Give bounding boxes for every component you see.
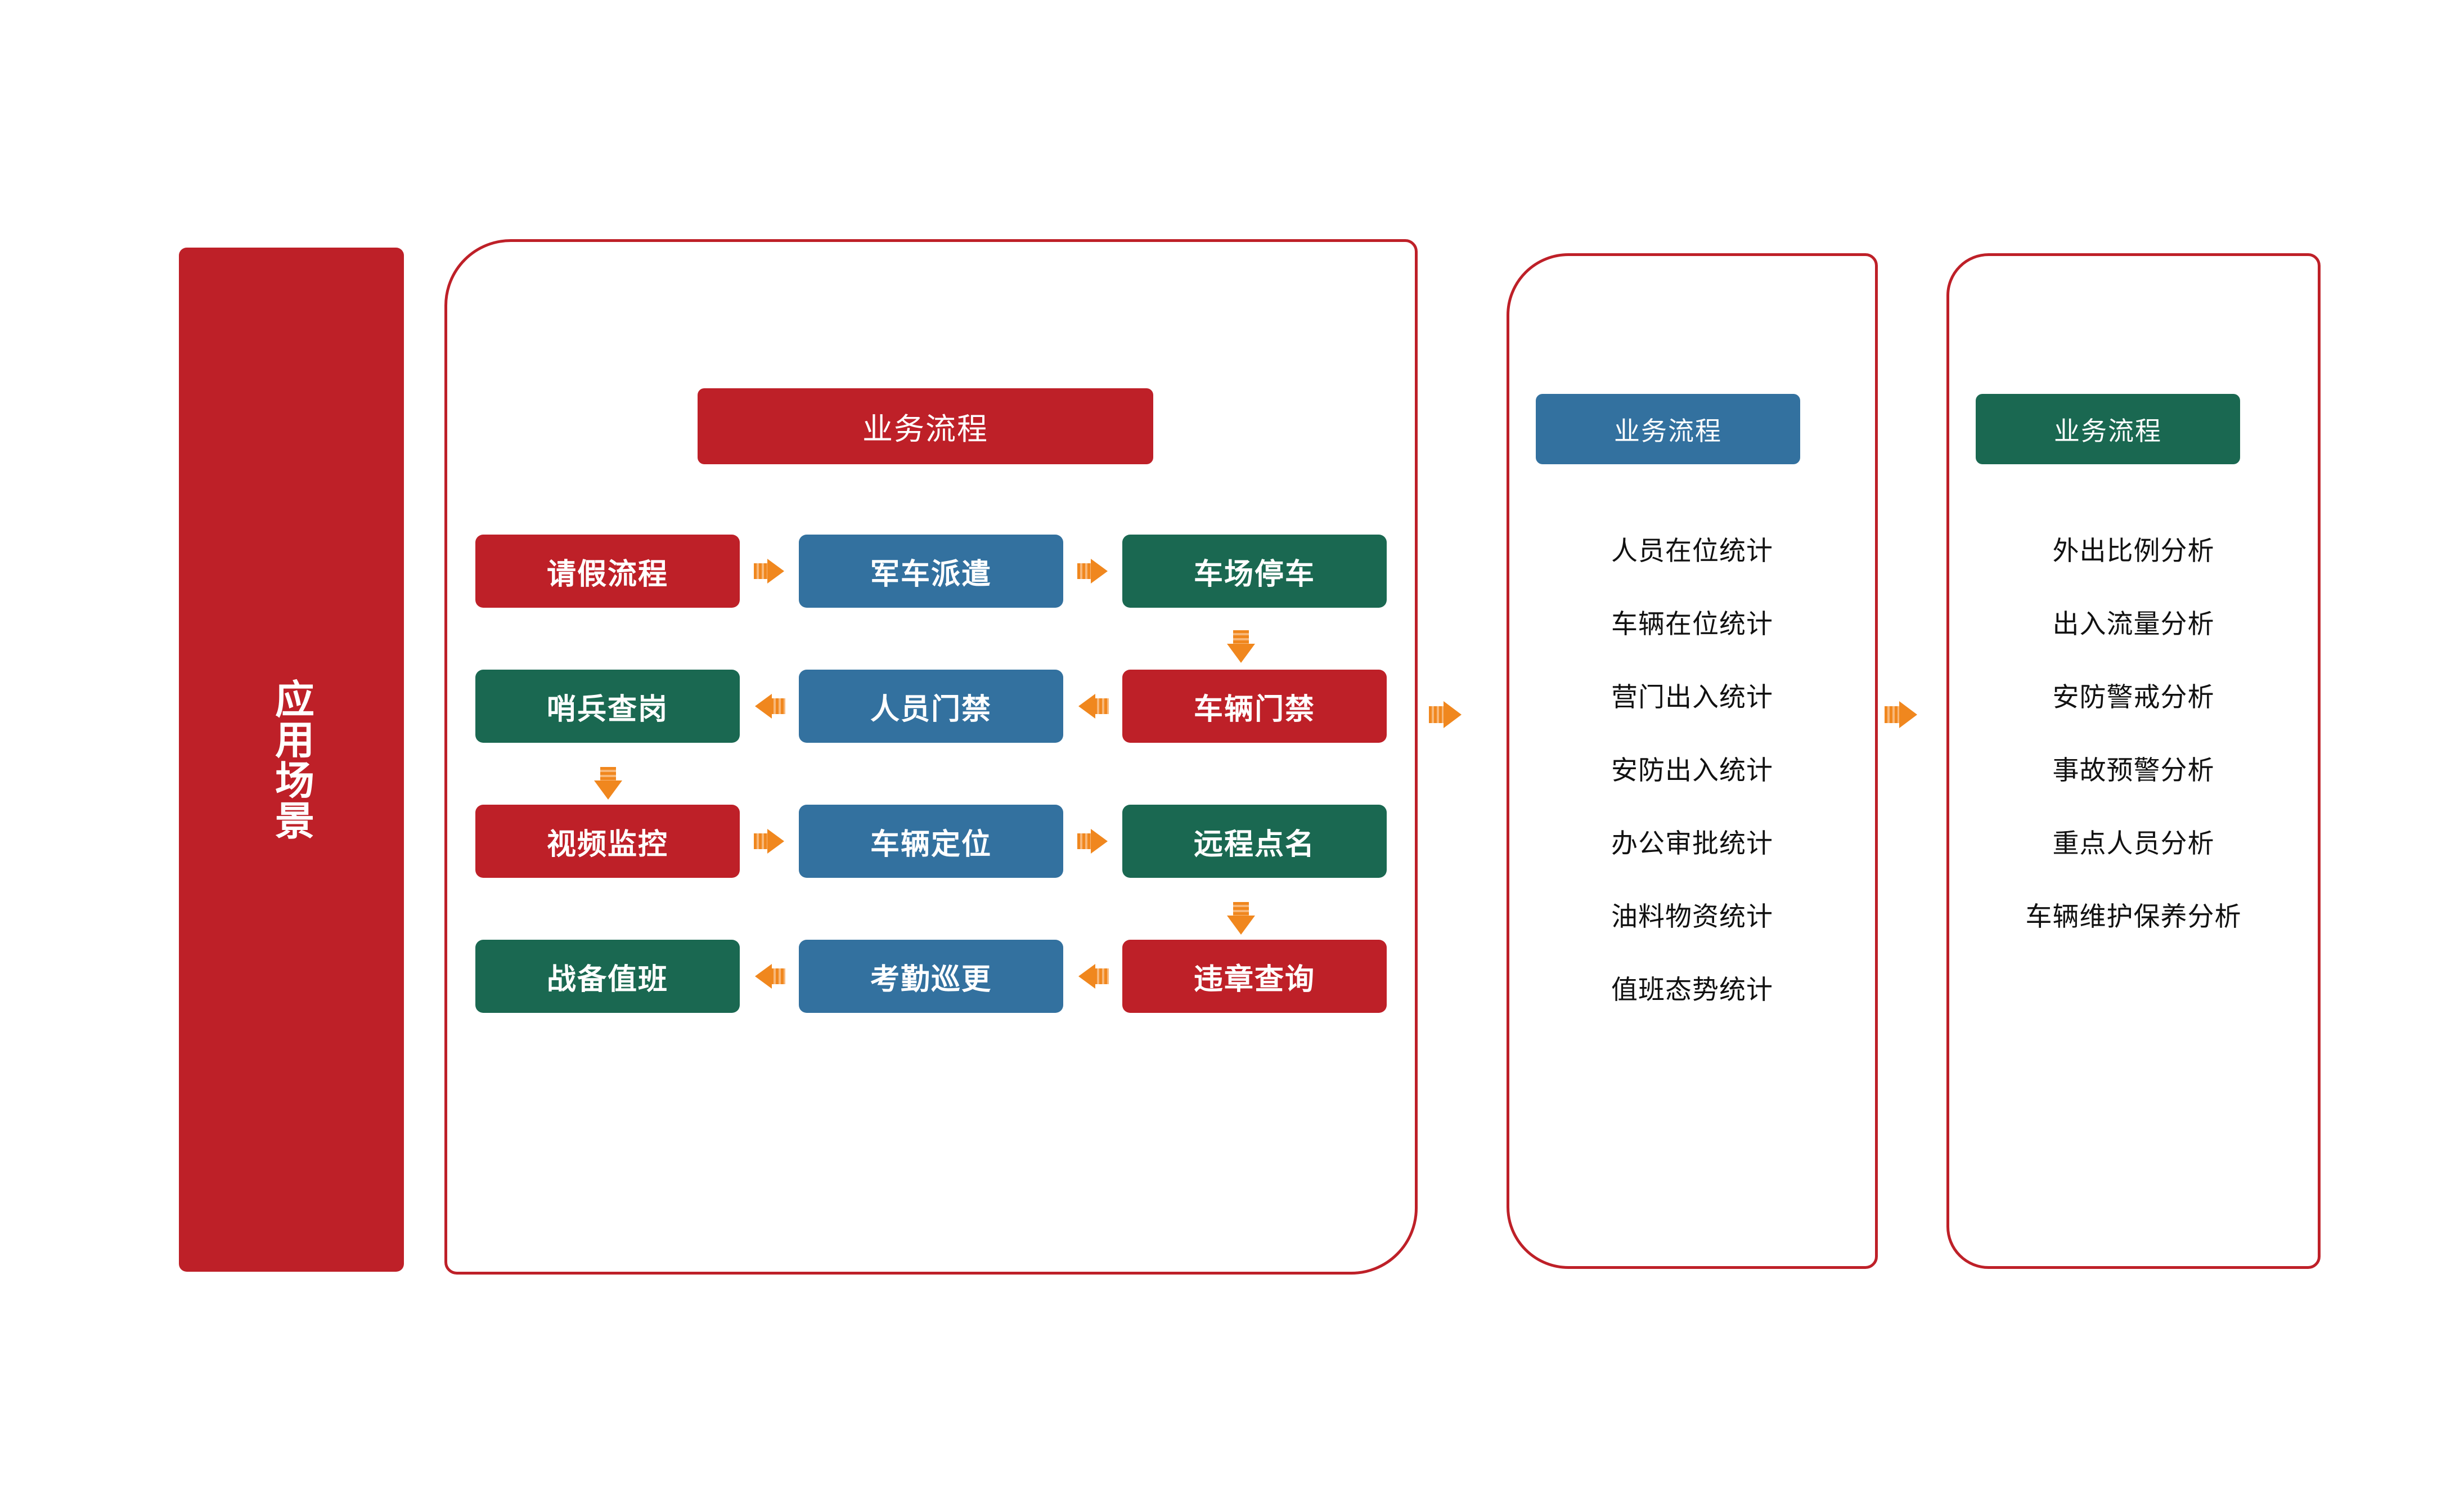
list-item[interactable]: 车辆在位统计 xyxy=(1611,609,1773,639)
flow-row: 视频监控 车辆定位 远程点名 xyxy=(475,805,1387,878)
list-item[interactable]: 油料物资统计 xyxy=(1611,901,1773,931)
list-item[interactable]: 外出比例分析 xyxy=(2052,536,2215,566)
arrow-down-icon xyxy=(1225,902,1257,937)
statistics-header: 业务流程 xyxy=(1536,394,1800,464)
flow-gap xyxy=(1063,825,1122,857)
scenario-banner-label: 应用场景 xyxy=(269,679,314,841)
flow-box[interactable]: 远程点名 xyxy=(1122,805,1387,878)
flow-box[interactable]: 战备值班 xyxy=(475,940,740,1013)
list-item[interactable]: 人员在位统计 xyxy=(1611,536,1773,566)
arrow-right-icon xyxy=(1077,555,1109,587)
arrow-right-icon xyxy=(1077,825,1109,857)
list-item[interactable]: 出入流量分析 xyxy=(2052,609,2215,639)
flow-box[interactable]: 车场停车 xyxy=(1122,535,1387,608)
flow-row: 请假流程 军车派遣 车场停车 xyxy=(475,535,1387,608)
scenario-banner: 应用场景 xyxy=(179,248,404,1272)
flow-box[interactable]: 车辆门禁 xyxy=(1122,670,1387,743)
flow-gap xyxy=(740,961,799,992)
arrow-left-icon xyxy=(1077,690,1109,722)
flow-gap xyxy=(740,555,799,587)
flow-row: 哨兵查岗 人员门禁 车辆门禁 xyxy=(475,670,1387,743)
list-item[interactable]: 安防警戒分析 xyxy=(2052,682,2215,712)
list-item[interactable]: 重点人员分析 xyxy=(2052,828,2215,858)
flow-gap xyxy=(740,825,799,857)
flow-gap xyxy=(1063,555,1122,587)
flow-gap xyxy=(1063,961,1122,992)
flow-box[interactable]: 视频监控 xyxy=(475,805,740,878)
arrow-right-icon xyxy=(1429,698,1465,732)
arrow-right-icon xyxy=(753,555,785,587)
arrow-left-icon xyxy=(1077,961,1109,992)
arrow-right-icon xyxy=(1885,698,1921,732)
list-item[interactable]: 营门出入统计 xyxy=(1611,682,1773,712)
flow-box[interactable]: 车辆定位 xyxy=(799,805,1063,878)
flow-gap xyxy=(740,690,799,722)
arrow-down-icon xyxy=(1225,630,1257,665)
analysis-list: 外出比例分析 出入流量分析 安防警戒分析 事故预警分析 重点人员分析 车辆维护保… xyxy=(1946,537,2321,976)
list-item[interactable]: 事故预警分析 xyxy=(2052,755,2215,785)
analysis-header: 业务流程 xyxy=(1976,394,2240,464)
flow-box[interactable]: 违章查询 xyxy=(1122,940,1387,1013)
arrow-left-icon xyxy=(754,690,785,722)
list-item[interactable]: 值班态势统计 xyxy=(1611,975,1773,1004)
flow-box[interactable]: 哨兵查岗 xyxy=(475,670,740,743)
arrow-left-icon xyxy=(754,961,785,992)
list-item[interactable]: 安防出入统计 xyxy=(1611,755,1773,785)
process-header: 业务流程 xyxy=(698,388,1153,464)
flow-box[interactable]: 考勤巡更 xyxy=(799,940,1063,1013)
list-item[interactable]: 办公审批统计 xyxy=(1611,828,1773,858)
flow-gap xyxy=(1063,690,1122,722)
flow-box[interactable]: 请假流程 xyxy=(475,535,740,608)
flow-box[interactable]: 军车派遣 xyxy=(799,535,1063,608)
arrow-right-icon xyxy=(753,825,785,857)
flow-row: 战备值班 考勤巡更 违章查询 xyxy=(475,940,1387,1013)
process-flow-grid: 请假流程 军车派遣 车场停车 哨兵查岗 人员门禁 xyxy=(475,535,1387,1013)
flow-box[interactable]: 人员门禁 xyxy=(799,670,1063,743)
statistics-list: 人员在位统计 车辆在位统计 营门出入统计 安防出入统计 办公审批统计 油料物资统… xyxy=(1507,537,1878,1049)
list-item[interactable]: 车辆维护保养分析 xyxy=(2025,901,2242,931)
arrow-down-icon xyxy=(592,767,624,802)
